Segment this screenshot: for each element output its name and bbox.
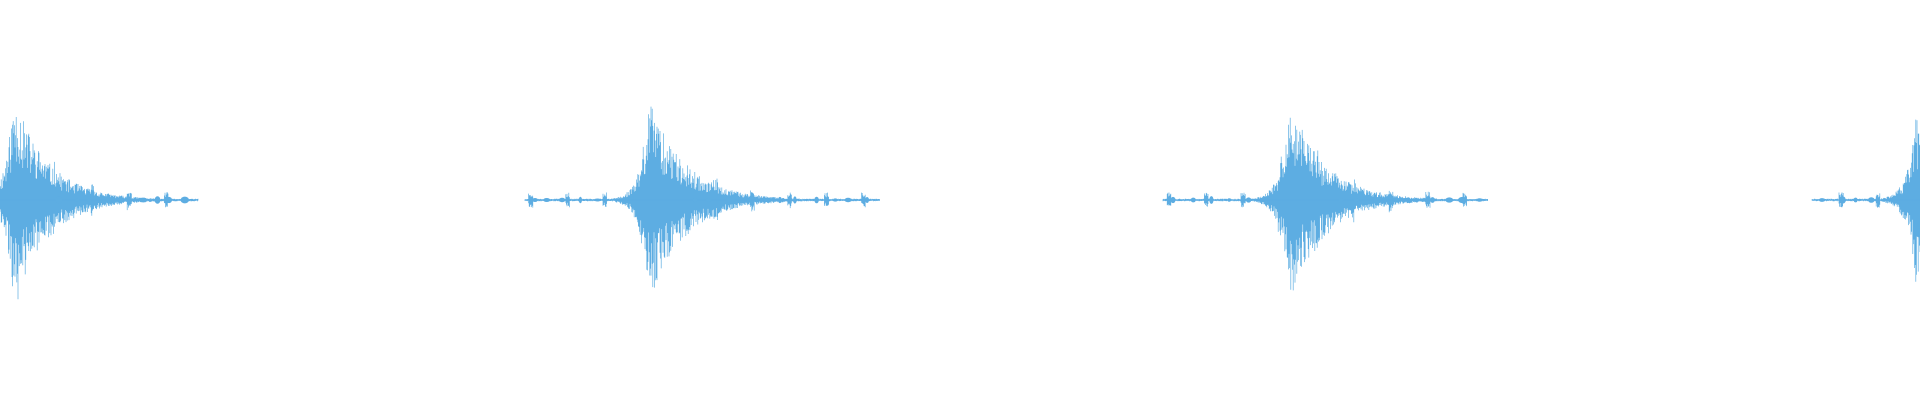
waveform-blip: [833, 198, 838, 202]
waveform-samples: [524, 106, 880, 288]
waveform-blip: [706, 198, 711, 202]
waveform-blip: [1190, 197, 1196, 203]
waveform-blip: [1818, 198, 1826, 202]
waveform-blip: [814, 196, 819, 204]
waveform-blip: [75, 198, 80, 202]
waveform-blip: [558, 197, 566, 203]
waveform-blip: [746, 198, 752, 202]
waveform-blip: [1353, 198, 1359, 202]
waveform-samples: [0, 117, 199, 300]
waveform-blip: [692, 197, 697, 203]
waveform-blip: [1445, 197, 1454, 203]
waveform-blip: [726, 197, 735, 203]
waveform-blip: [844, 197, 852, 203]
waveform-blip: [594, 198, 601, 202]
waveform-blip: [180, 196, 189, 204]
waveform-blip: [1245, 197, 1252, 203]
waveform-blip: [1338, 198, 1344, 202]
waveform-blip: [1868, 197, 1875, 203]
waveform-blip: [154, 196, 161, 204]
waveform-blip: [166, 196, 172, 204]
waveform-blip: [1853, 197, 1858, 203]
waveform-blip: [1458, 196, 1467, 204]
waveform-blip: [793, 196, 797, 204]
waveform-blip: [1395, 198, 1402, 202]
waveform-blip: [1841, 196, 1846, 204]
waveform-blip: [543, 198, 551, 202]
waveform-blip: [1227, 198, 1231, 202]
waveform-blip: [1414, 197, 1418, 203]
waveform-blip: [106, 196, 112, 204]
waveform-blip: [1209, 196, 1214, 204]
waveform-blip: [1170, 196, 1176, 204]
waveform-samples: [1811, 119, 1920, 282]
waveform-blip: [117, 196, 124, 204]
waveform-blip: [55, 196, 63, 204]
waveform-blip: [865, 197, 869, 203]
waveform-blip: [1374, 196, 1378, 204]
waveform-burst-1: [0, 117, 199, 300]
waveform-blip: [578, 196, 583, 204]
waveform-blip: [778, 196, 782, 204]
waveform-blip: [532, 198, 538, 202]
waveform-blip: [763, 197, 773, 203]
waveform-blip: [1430, 197, 1435, 203]
waveform-burst-3: [1162, 117, 1488, 291]
waveform-samples: [1162, 117, 1488, 291]
waveform-blip: [1476, 198, 1483, 202]
waveform-blip: [138, 197, 148, 203]
waveform-blip: [87, 196, 91, 204]
waveform-burst-4: [1811, 119, 1920, 282]
waveform-burst-2: [524, 106, 880, 288]
